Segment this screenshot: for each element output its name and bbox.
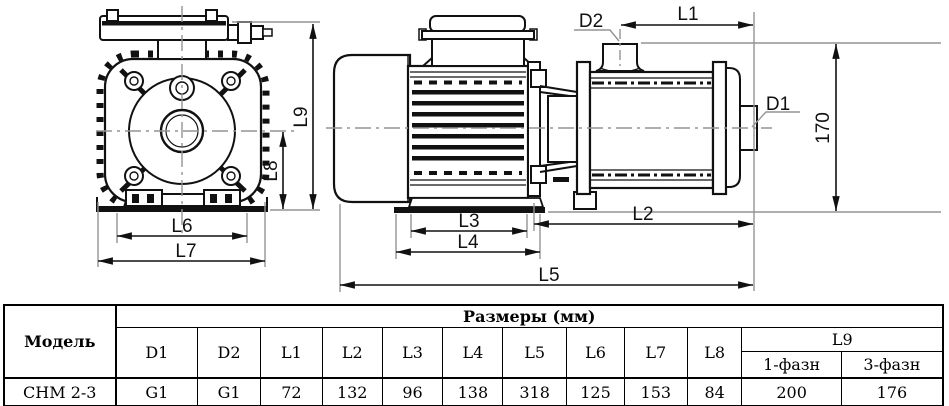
pump-lantern [527,61,578,197]
label-l1: L1 [677,4,698,25]
label-l5: L5 [538,265,559,286]
col-header-l1: L1 [259,327,323,379]
label-l7: L7 [175,241,196,262]
pump-barrel [588,70,715,190]
dimension-lines [97,21,840,289]
label-l9: L9 [291,106,312,127]
col-header-l3: L3 [381,327,444,379]
cell-l9-3phase: 176 [840,377,944,406]
table-row: CHM 2-3 G1 G1 72 132 96 138 318 125 153 … [3,377,944,406]
motor-body [406,64,530,200]
col-header-l7: L7 [623,327,688,379]
cell-l3: 96 [381,377,444,406]
side-view [332,15,758,213]
d1-leader-line [751,111,800,128]
tie-rods [590,77,713,181]
fan-cover [332,53,412,204]
cable-gland [227,21,273,44]
terminal-box-lid-line [102,21,226,26]
cell-l1: 72 [259,377,323,406]
col-header-l9: L9 [741,327,944,352]
lid-bolt-left [106,9,119,22]
col-header-l9-3phase: 3-фазн [840,351,944,379]
cell-d2: G1 [197,377,261,406]
cell-l6: 125 [566,377,625,406]
col-header-l6: L6 [566,327,625,379]
pump-dimension-drawing: L6 L7 L8 L9 D2 L1 D1 170 L2 L3 L4 L5 [96,4,941,292]
extension-lines [96,6,941,292]
terminal-box-side [418,15,538,67]
motor-fins [410,71,526,186]
cell-l5: 318 [502,377,568,406]
label-l8: L8 [261,160,282,181]
cell-l7: 153 [623,377,688,406]
model-header: Модель [3,304,117,379]
front-view [96,9,273,212]
sizes-header: Размеры (мм) [115,304,944,328]
cell-model: CHM 2-3 [3,377,117,406]
lid-bolt-right [205,9,218,22]
label-d1: D1 [766,94,790,115]
col-header-l4: L4 [442,327,504,379]
dimensions-table: Модель Размеры (мм) D1 D2 L1 L2 L3 L4 L5… [3,304,944,406]
label-d2: D2 [579,11,603,32]
dimension-labels: L6 L7 L8 L9 D2 L1 D1 170 L2 L3 L4 L5 [171,4,834,286]
col-header-d1: D1 [115,327,199,379]
label-l2: L2 [632,204,653,225]
col-header-d2: D2 [197,327,261,379]
cell-d1: G1 [115,377,199,406]
cell-l2: 132 [321,377,383,406]
label-l4: L4 [457,232,479,253]
col-header-l8: L8 [686,327,743,379]
bolt-holes [124,71,241,186]
label-l6: L6 [171,216,192,237]
cell-l8: 84 [686,377,743,406]
col-header-l5: L5 [502,327,568,379]
d2-leader-line [574,29,620,42]
label-l3: L3 [458,211,479,232]
cell-l9-1phase: 200 [741,377,842,406]
label-170: 170 [813,112,834,144]
col-header-l2: L2 [321,327,383,379]
col-header-l9-1phase: 1-фазн [741,351,842,379]
cell-l4: 138 [442,377,504,406]
motor-base-foot [394,197,545,213]
